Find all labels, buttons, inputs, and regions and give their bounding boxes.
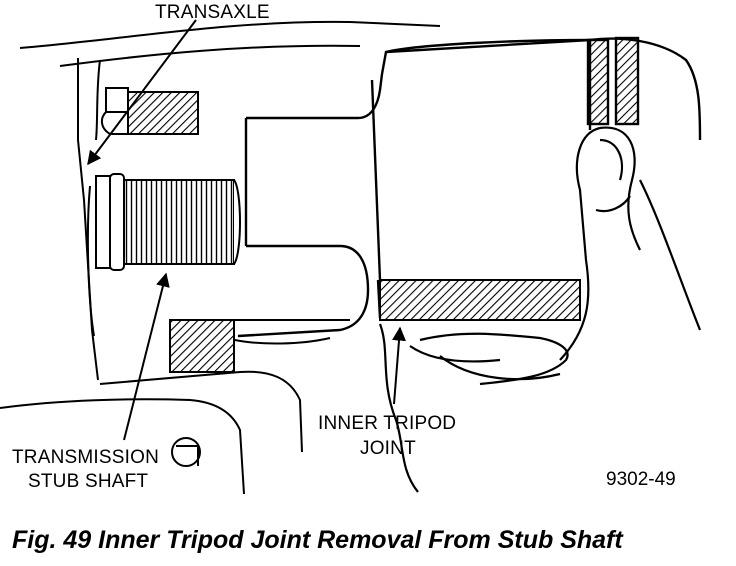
leader-lines [87, 19, 406, 441]
joint-body [385, 36, 702, 141]
transaxle-arrow [87, 19, 197, 166]
lower-block [169, 319, 235, 373]
bracket [171, 437, 201, 467]
tripod-band [379, 279, 581, 321]
tripod-label-line1: INNER TRIPOD [318, 413, 457, 434]
figure-caption: Fig. 49 Inner Tripod Joint Removal From … [12, 526, 623, 554]
transaxle-label: TRANSAXLE [155, 2, 270, 23]
stub-shaft-label-line2: STUB SHAFT [28, 471, 149, 492]
stub-shaft-label-line1: TRANSMISSION [12, 447, 160, 468]
transaxle-housing [0, 20, 441, 495]
stub-shaft-arrow [123, 272, 170, 441]
joint-housing [237, 38, 591, 338]
tripod-arrow [392, 326, 406, 405]
stub-shaft [95, 173, 241, 271]
hand [378, 126, 702, 493]
tripod-label-line2: JOINT [360, 438, 416, 459]
bolt [100, 87, 199, 135]
figure-number: 9302-49 [606, 469, 676, 490]
